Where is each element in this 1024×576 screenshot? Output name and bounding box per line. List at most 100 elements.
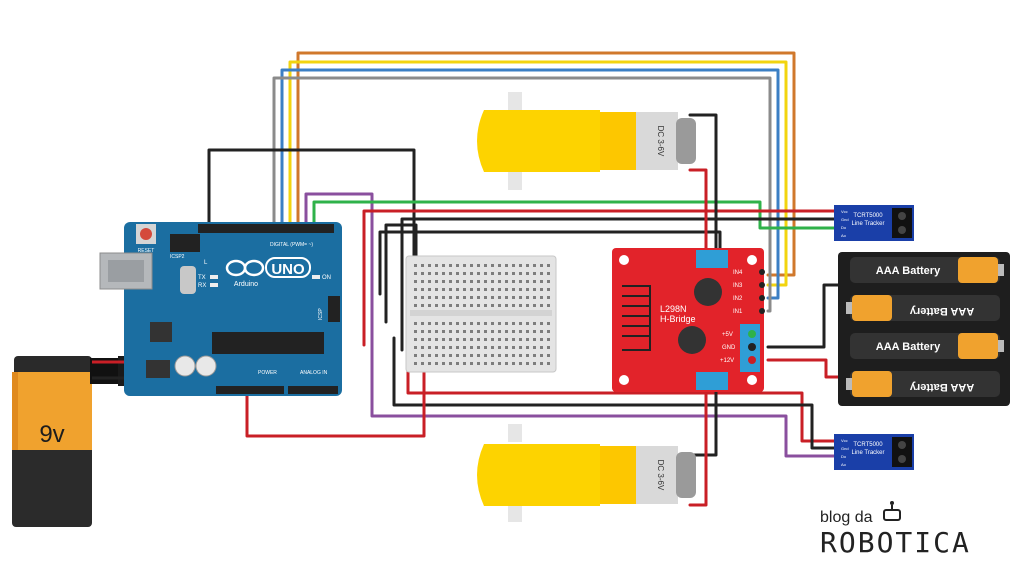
wire-black-gnd-sensor1	[400, 217, 840, 352]
breadboard-hole	[540, 330, 543, 333]
breadboard-hole	[449, 338, 452, 341]
motor-top-label: DC 3-6V	[656, 126, 665, 157]
breadboard-hole	[547, 296, 550, 299]
breadboard-hole	[414, 338, 417, 341]
breadboard-hole	[442, 338, 445, 341]
breadboard-hole	[463, 338, 466, 341]
breadboard-hole	[435, 346, 438, 349]
icsp-label: ICSP	[318, 308, 324, 320]
aaa-cell-3: AAA Battery	[850, 333, 1004, 359]
breadboard-hole	[470, 322, 473, 325]
breadboard-hole	[456, 264, 459, 267]
breadboard-hole	[428, 288, 431, 291]
breadboard-hole	[533, 296, 536, 299]
breadboard-hole	[435, 280, 438, 283]
breadboard-hole	[477, 330, 480, 333]
breadboard-hole	[505, 288, 508, 291]
logo-line1: blog da	[820, 509, 873, 526]
digital-header	[198, 224, 334, 233]
breadboard-hole	[470, 362, 473, 365]
breadboard-hole	[540, 362, 543, 365]
breadboard-hole	[512, 354, 515, 357]
breadboard-hole	[547, 272, 550, 275]
breadboard-hole	[435, 362, 438, 365]
breadboard-hole	[435, 330, 438, 333]
sensor-top-do: Do	[841, 225, 847, 230]
breadboard-hole	[421, 280, 424, 283]
breadboard-hole	[540, 322, 543, 325]
breadboard-hole	[484, 288, 487, 291]
breadboard-hole	[533, 338, 536, 341]
breadboard-hole	[484, 338, 487, 341]
breadboard-hole	[547, 346, 550, 349]
breadboard-hole	[547, 280, 550, 283]
aaa-cell-3-label: AAA Battery	[876, 341, 941, 353]
breadboard-hole	[505, 296, 508, 299]
breadboard-hole	[491, 288, 494, 291]
breadboard-hole	[498, 354, 501, 357]
breadboard-hole	[463, 264, 466, 267]
breadboard-hole	[428, 304, 431, 307]
on-label: ON	[322, 275, 331, 281]
analog-header	[288, 386, 338, 394]
breadboard-hole	[547, 330, 550, 333]
arduino-logo: UNO Arduino	[225, 257, 311, 288]
breadboard-hole	[512, 322, 515, 325]
breadboard-hole	[491, 338, 494, 341]
wire-black-motor1	[688, 113, 718, 252]
breadboard-hole	[498, 346, 501, 349]
breadboard-hole	[421, 304, 424, 307]
sensor-bottom-title: TCRT5000	[853, 442, 883, 448]
breadboard-hole	[491, 272, 494, 275]
breadboard-hole	[477, 264, 480, 267]
breadboard-hole	[421, 346, 424, 349]
breadboard-hole	[484, 272, 487, 275]
breadboard-hole	[442, 322, 445, 325]
breadboard-hole	[470, 272, 473, 275]
breadboard-hole	[477, 322, 480, 325]
breadboard-hole	[512, 330, 515, 333]
breadboard-hole	[526, 280, 529, 283]
breadboard-hole	[519, 338, 522, 341]
pin-in2: IN2	[733, 296, 743, 302]
breadboard-hole	[540, 280, 543, 283]
wire-black-battery	[766, 283, 844, 349]
breadboard-hole	[540, 304, 543, 307]
motor-bottom-label: DC 3-6V	[656, 460, 665, 491]
breadboard-hole	[512, 304, 515, 307]
breadboard-hole	[421, 354, 424, 357]
breadboard-hole	[463, 362, 466, 365]
breadboard-hole	[463, 296, 466, 299]
breadboard-hole	[428, 296, 431, 299]
breadboard-hole	[435, 338, 438, 341]
arduino-uno: RESET ICSP2 DIGITAL (PWM= ~) UNO Arduino…	[99, 222, 342, 396]
breadboard-hole	[519, 288, 522, 291]
breadboard-hole	[491, 330, 494, 333]
breadboard-hole	[477, 304, 480, 307]
sensor-top-subtitle: Line Tracker	[851, 221, 884, 227]
breadboard-hole	[498, 362, 501, 365]
breadboard-hole	[421, 272, 424, 275]
sensor-top: TCRT5000 Line Tracker Vcc Gnd Do Ao	[834, 205, 914, 241]
breadboard-hole	[414, 346, 417, 349]
breadboard-hole	[547, 362, 550, 365]
breadboard-hole	[505, 330, 508, 333]
breadboard-hole	[449, 288, 452, 291]
breadboard-hole	[484, 362, 487, 365]
breadboard-hole	[456, 272, 459, 275]
breadboard-hole	[498, 296, 501, 299]
pin-12v: +12V	[720, 358, 734, 364]
breadboard-hole	[477, 346, 480, 349]
battery-pack: AAA Battery AAA Battery AAA Battery AAA …	[838, 252, 1010, 406]
breadboard-hole	[547, 264, 550, 267]
reset-label: RESET	[138, 248, 155, 254]
breadboard-hole	[540, 296, 543, 299]
driver-subtitle: H-Bridge	[660, 314, 696, 324]
breadboard-hole	[533, 362, 536, 365]
breadboard-hole	[512, 264, 515, 267]
breadboard-hole	[477, 272, 480, 275]
breadboard-hole	[428, 354, 431, 357]
wire-red-motor1	[688, 168, 708, 252]
breadboard-hole	[456, 304, 459, 307]
wire-purple-sensor1	[304, 192, 840, 458]
